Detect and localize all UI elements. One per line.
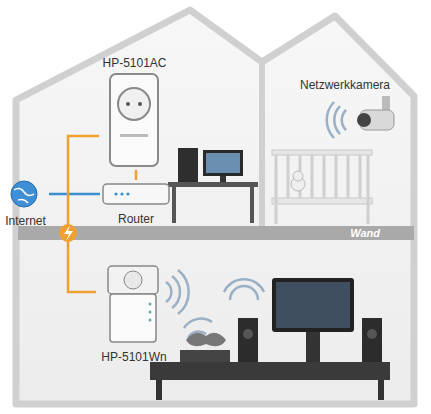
node-label: Router [118, 212, 154, 226]
router-box: Router [100, 180, 172, 226]
device-label: Netzwerkkamera [300, 78, 390, 92]
powerline-adapter: HP-5101AC [99, 56, 170, 170]
node-label: HP-5101AC [102, 56, 166, 70]
internet-globe: Internet [2, 178, 49, 228]
powerline-cable [136, 170, 137, 180]
wall-band: Wand [18, 226, 414, 240]
wifi-adapter: HP-5101Wn [96, 262, 172, 364]
node-label: HP-5101Wn [101, 350, 166, 364]
network-cable [49, 194, 100, 195]
powerline-cable [68, 136, 99, 292]
node-label: Wand [350, 227, 380, 239]
